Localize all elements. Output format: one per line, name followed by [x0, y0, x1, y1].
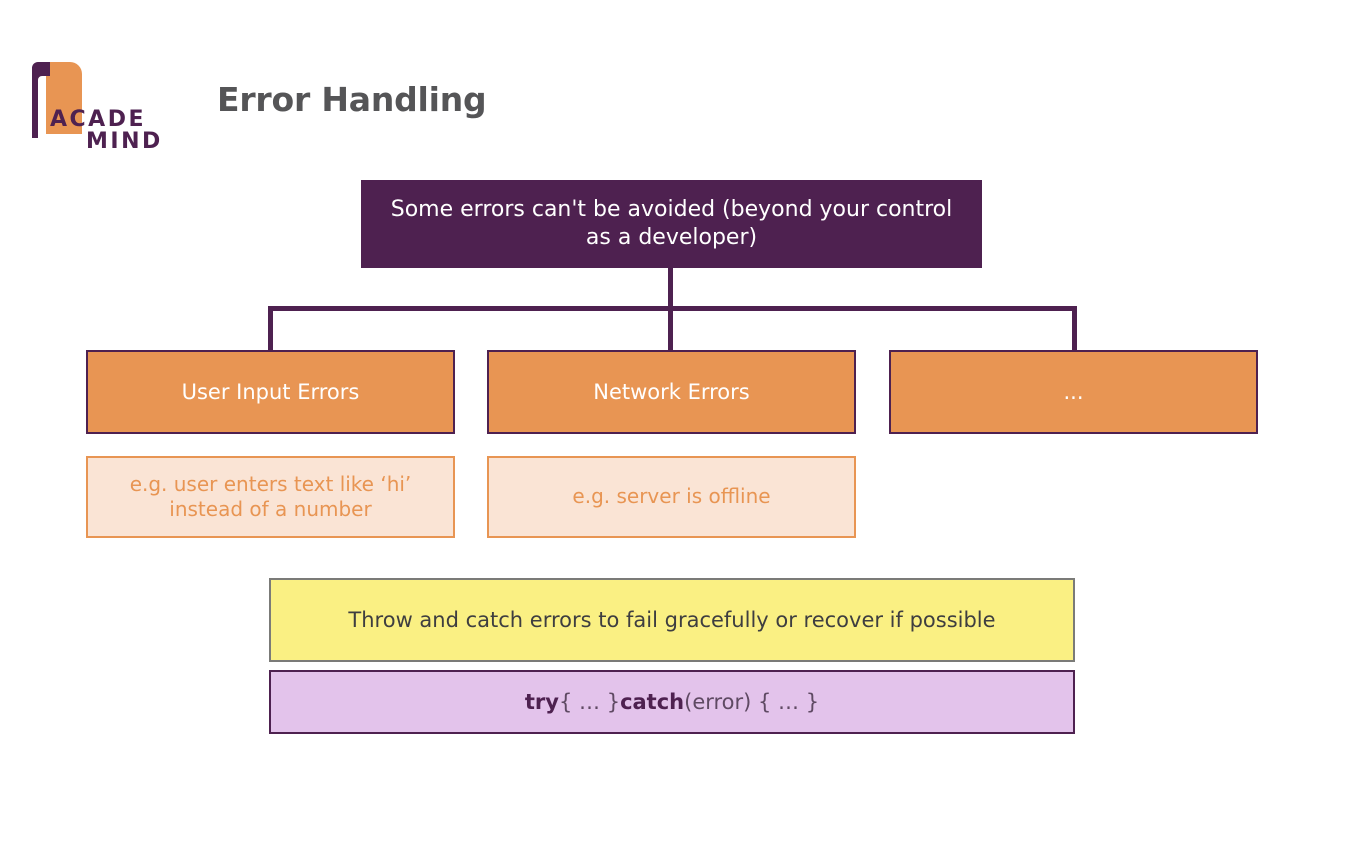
code-snippet-box: try { … } catch (error) { … }	[269, 670, 1075, 734]
example-box-network-errors: e.g. server is offline	[487, 456, 856, 538]
connector-stem-top	[668, 268, 673, 310]
code-keyword-catch: catch	[620, 689, 685, 714]
category-box-more: ...	[889, 350, 1258, 434]
code-block-open: { … }	[558, 689, 621, 714]
takeaway-box: Throw and catch errors to fail gracefull…	[269, 578, 1075, 662]
connector-vertical-left	[268, 306, 273, 352]
category-box-user-input-errors: User Input Errors	[86, 350, 455, 434]
category-box-network-errors: Network Errors	[487, 350, 856, 434]
example-box-user-input-errors: e.g. user enters text like ‘hi’ instead …	[86, 456, 455, 538]
page-title: Error Handling	[217, 80, 487, 119]
logo-text-acade: ACADE	[50, 107, 146, 132]
code-keyword-try: try	[524, 689, 559, 714]
code-tail: (error) { … }	[684, 689, 820, 714]
connector-vertical-middle	[668, 306, 673, 352]
connector-vertical-right	[1072, 306, 1077, 352]
academind-logo: ACADE MIND	[28, 58, 178, 150]
logo-text-mind: MIND	[86, 129, 163, 150]
root-statement-box: Some errors can't be avoided (beyond you…	[361, 180, 982, 268]
